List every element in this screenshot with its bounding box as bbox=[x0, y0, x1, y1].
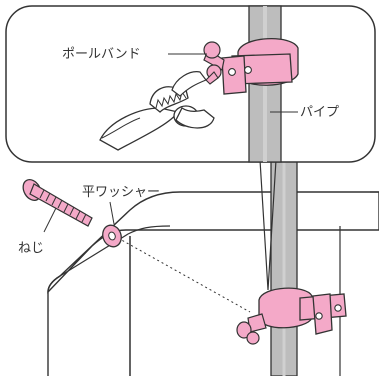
pipe-lower bbox=[270, 149, 298, 376]
flat-washer bbox=[102, 224, 122, 248]
label-screw: ねじ bbox=[18, 241, 44, 256]
label-washer: 平ワッシャー bbox=[82, 185, 160, 200]
assembly-guide-line bbox=[117, 237, 251, 313]
pole-band-upper bbox=[203, 38, 299, 95]
box-top-face bbox=[47, 191, 379, 294]
pliers-icon bbox=[99, 71, 215, 151]
leader-washer bbox=[109, 201, 115, 225]
box-front-inner bbox=[59, 225, 171, 376]
pole-band-lower bbox=[236, 287, 347, 345]
appliance-box bbox=[47, 191, 379, 376]
label-group: ポールバンド パイプ 平ワッシャー ねじ bbox=[18, 47, 339, 256]
label-pipe: パイプ bbox=[300, 105, 339, 120]
callout-pointer bbox=[259, 159, 277, 291]
box-front-face bbox=[47, 236, 131, 376]
leader-screw bbox=[43, 207, 57, 233]
label-pole-band: ポールバンド bbox=[62, 47, 141, 62]
screw bbox=[22, 179, 93, 227]
